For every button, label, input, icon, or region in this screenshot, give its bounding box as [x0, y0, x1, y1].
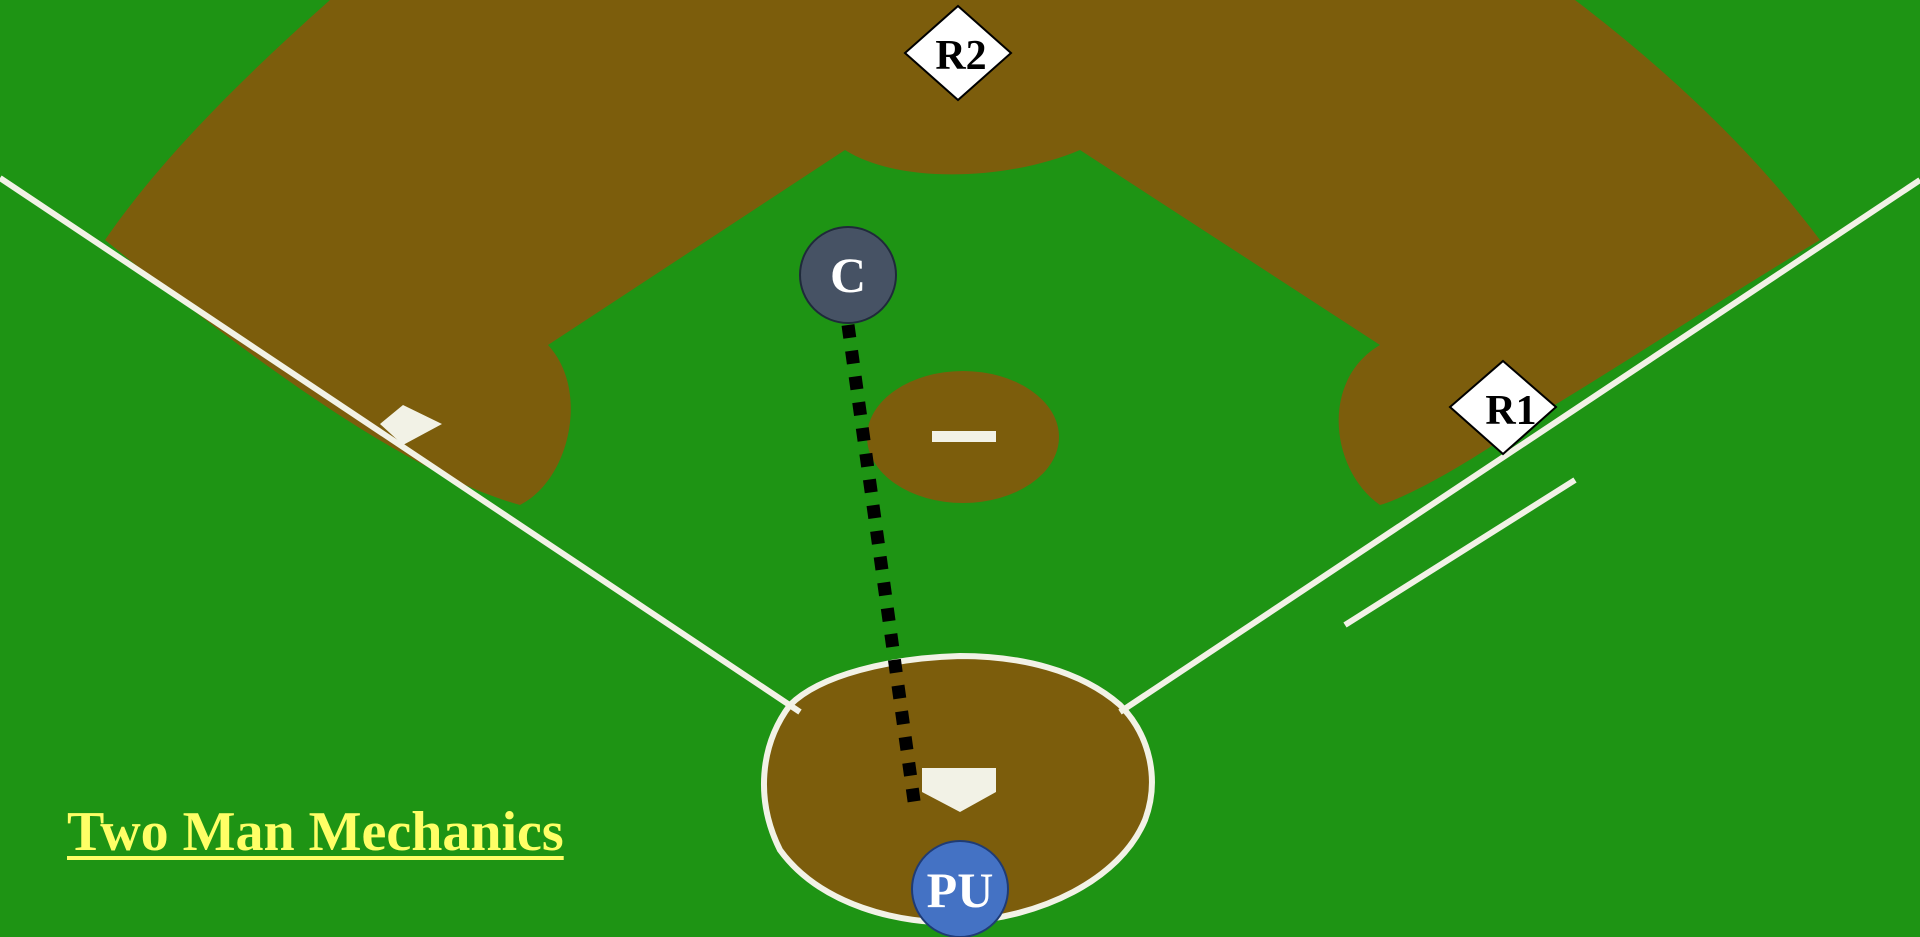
- umpire-pu-marker: PU: [912, 841, 1008, 937]
- runner-r2-label: R2: [935, 33, 986, 79]
- umpire-c-marker: C: [800, 227, 896, 323]
- umpire-pu-label: PU: [927, 862, 994, 918]
- title-link[interactable]: Two Man Mechanics: [67, 800, 564, 864]
- runner-r1-label: R1: [1485, 388, 1536, 434]
- umpire-c-label: C: [830, 247, 866, 303]
- pitchers-rubber: [932, 431, 996, 442]
